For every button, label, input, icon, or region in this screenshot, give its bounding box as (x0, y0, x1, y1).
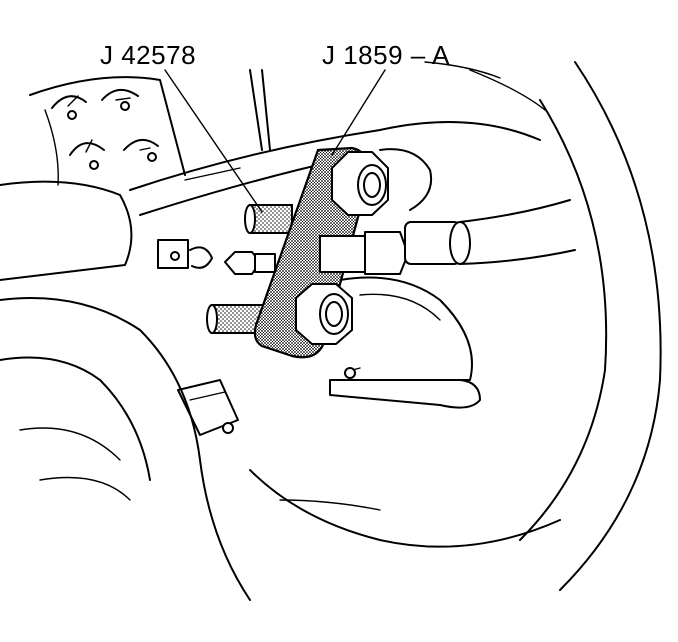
callout-j42578: J 42578 (100, 40, 197, 70)
leader-line-j42578 (164, 69, 263, 213)
lower-hex-nut (295, 283, 353, 345)
gauge-icon (69, 139, 105, 170)
gauge-icon (101, 89, 139, 111)
instrument-cluster (29, 76, 186, 186)
steering-wheel-spoke (0, 297, 561, 601)
gauge-icon (123, 139, 159, 162)
gauge-icon (51, 95, 87, 120)
center-nut (224, 251, 276, 275)
leader-line-j1859a (331, 69, 386, 156)
hub-opening (329, 276, 481, 409)
steering-wheel-rim (424, 61, 662, 591)
forcing-screw (319, 199, 576, 275)
clip-connector (177, 379, 239, 436)
clip-connector (157, 239, 213, 269)
upper-hex-nut (331, 148, 432, 216)
callout-j1859a: J 1859 – A (322, 40, 450, 70)
puller-bolt-upper (244, 204, 293, 234)
